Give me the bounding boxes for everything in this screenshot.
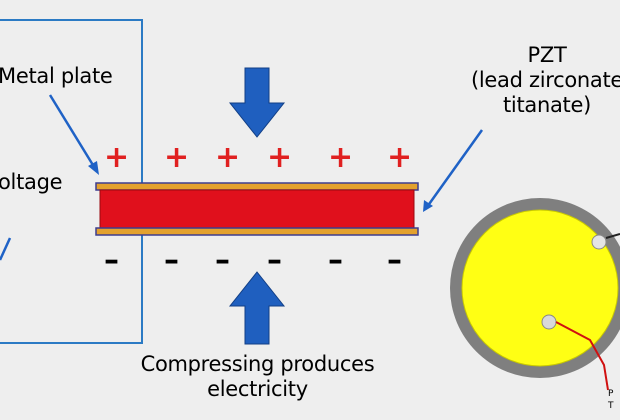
- caption: Compressing produces electricity: [130, 352, 385, 402]
- top-metal-plate: [95, 182, 419, 191]
- disc-lead-wire-red: [555, 321, 609, 391]
- circuit-wire-bottom: [0, 232, 143, 344]
- metal-plate-pointer-head: [88, 161, 99, 175]
- voltage-pointer: [0, 237, 12, 261]
- positive-charge: +: [164, 140, 190, 175]
- disc-contact-outer: [591, 234, 607, 250]
- pzt-label-line1: PZT: [527, 43, 567, 67]
- positive-charge: +: [215, 140, 241, 175]
- compression-arrow-bottom: [228, 271, 286, 345]
- compression-arrow-top: [228, 67, 286, 138]
- voltage-label: oltage: [0, 170, 63, 194]
- pzt-pointer-head: [423, 200, 433, 212]
- pzt-label: PZT (lead zirconate titanate): [462, 43, 620, 118]
- positive-charge: +: [267, 140, 293, 175]
- bottom-metal-plate: [95, 227, 419, 236]
- pzt-pointer: [425, 129, 484, 208]
- pzt-label-line3: titanate): [503, 93, 591, 117]
- caption-line1: Compressing produces: [140, 352, 375, 376]
- negative-charge: –: [387, 243, 402, 278]
- corner-label: P T: [608, 388, 614, 412]
- caption-line2: electricity: [207, 377, 308, 401]
- circuit-wire: [0, 19, 143, 183]
- disc-lead-wire-black: [605, 233, 620, 239]
- positive-charge: +: [328, 140, 354, 175]
- metal-plate-pointer: [48, 94, 98, 171]
- negative-charge: –: [104, 243, 119, 278]
- positive-charge: +: [387, 140, 413, 175]
- negative-charge: –: [164, 243, 179, 278]
- positive-charge: +: [104, 140, 130, 175]
- negative-charge: –: [328, 243, 343, 278]
- corner-label-line2: T: [608, 401, 614, 411]
- corner-label-line1: P: [608, 389, 614, 399]
- disc-contact-inner: [541, 314, 557, 330]
- piezo-disc-inner: [461, 209, 619, 367]
- negative-charge: –: [215, 243, 230, 278]
- pzt-label-line2: (lead zirconate: [470, 68, 620, 92]
- negative-charge: –: [267, 243, 282, 278]
- metal-plate-label: Metal plate: [0, 64, 113, 88]
- pzt-crystal: [99, 189, 415, 229]
